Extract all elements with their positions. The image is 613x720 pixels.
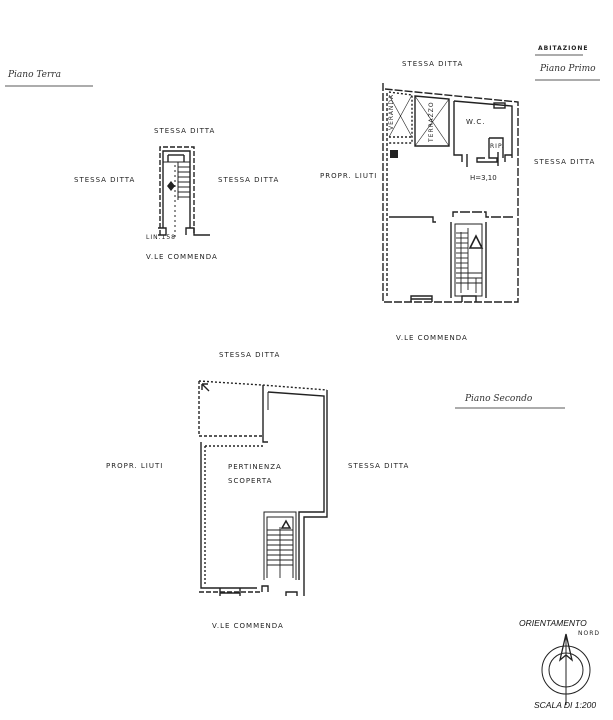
plan-piano-primo-walls — [382, 83, 519, 303]
pp-label-east: STESSA DITTA — [534, 158, 596, 166]
compass-rose — [541, 633, 591, 705]
compass-north-label: NORD — [578, 630, 600, 637]
ps-label-east: STESSA DITTA — [348, 462, 410, 470]
stair-up-triangle-icon-2 — [280, 519, 292, 529]
pt-label-east: STESSA DITTA — [218, 176, 280, 184]
pt-label-north: STESSA DITTA — [154, 127, 216, 135]
plan-title-piano-secondo: Piano Secondo — [465, 394, 533, 404]
pp-label-south: V.LE COMMENDA — [396, 334, 468, 342]
pp-label-west: PROPR. LIUTI — [320, 172, 378, 180]
pt-label-west: STESSA DITTA — [74, 176, 136, 184]
room-wc: W.C. — [466, 118, 486, 126]
ps-label-south: V.LE COMMENDA — [212, 622, 284, 630]
room-pertinenza-line2: SCOPERTA — [228, 477, 273, 485]
scale-label: SCALA DI 1:200 — [534, 700, 597, 710]
category-label: ABITAZIONE — [538, 45, 589, 52]
pt-label-south: V.LE COMMENDA — [146, 253, 218, 261]
plan-title-piano-primo: Piano Primo — [540, 64, 596, 74]
plan-piano-secondo-walls — [198, 380, 328, 596]
stair-up-triangle-icon — [468, 234, 484, 249]
compass-title: ORIENTAMENTO — [519, 618, 587, 628]
plan-piano-terra-walls — [158, 146, 210, 240]
room-veranda: VERANDA — [388, 93, 395, 130]
room-pertinenza: PERTINENZA — [228, 463, 282, 471]
pt-threshold-label: LIN.158 — [146, 234, 176, 241]
plan-title-piano-terra: Piano Terra — [8, 70, 61, 80]
pp-label-north: STESSA DITTA — [402, 60, 464, 68]
room-rip: RIP. — [490, 143, 505, 150]
stair-arrow-icon — [167, 181, 175, 191]
ps-label-west: PROPR. LIUTI — [106, 462, 164, 470]
ps-label-north: STESSA DITTA — [219, 351, 281, 359]
pp-height-note: H=3,10 — [470, 174, 497, 182]
room-terrazzo: TERRAZZO — [428, 101, 435, 142]
